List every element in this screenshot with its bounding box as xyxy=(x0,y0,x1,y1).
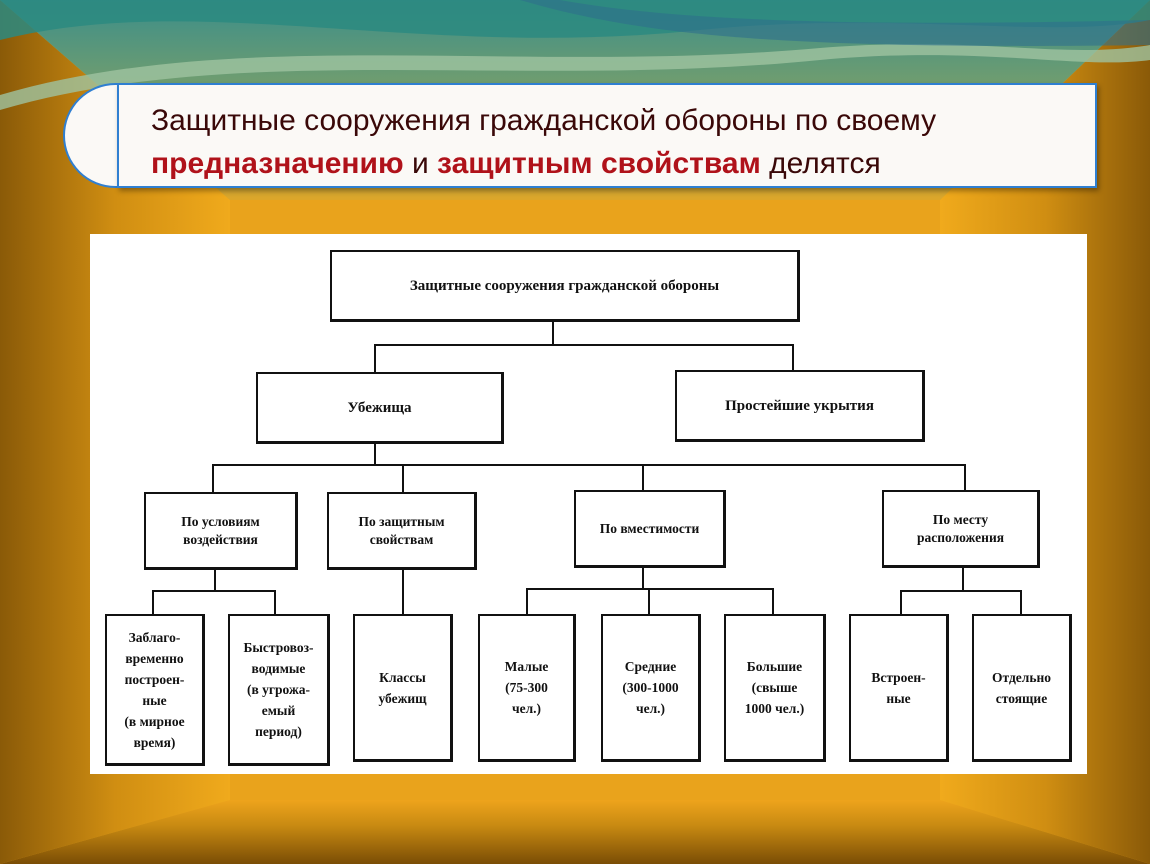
node-prebuilt: Заблаго- временно построен- ные (в мирно… xyxy=(105,614,205,766)
title-part-5: делятся xyxy=(760,147,881,180)
connector xyxy=(900,590,1022,592)
node-by-capacity: По вместимости xyxy=(574,490,726,568)
node-simple-covers: Простейшие укрытия xyxy=(675,370,925,442)
title-part-3: и xyxy=(403,147,438,180)
connector xyxy=(402,568,404,616)
slide-title: Защитные сооружения гражданской обороны … xyxy=(117,83,1097,188)
connector xyxy=(214,568,216,590)
node-by-impact: По условиям воздействия xyxy=(144,492,298,570)
connector xyxy=(374,344,794,346)
connector xyxy=(374,442,376,464)
connector xyxy=(526,588,774,590)
node-quick-built: Быстровоз- водимые (в угрожа- емый перио… xyxy=(228,614,330,766)
connector xyxy=(552,320,554,344)
diagram-panel: Защитные сооружения гражданской обороны … xyxy=(90,234,1087,774)
connector xyxy=(642,566,644,588)
connector xyxy=(1020,590,1022,614)
connector xyxy=(648,588,650,614)
connector xyxy=(212,464,966,466)
title-part-4: защитным свойствам xyxy=(437,147,761,180)
connector xyxy=(152,590,276,592)
node-shelters: Убежища xyxy=(256,372,504,444)
node-built-in: Встроен- ные xyxy=(849,614,949,762)
connector xyxy=(152,590,154,614)
node-medium: Средние (300-1000 чел.) xyxy=(601,614,701,762)
connector xyxy=(402,464,404,492)
connector xyxy=(900,590,902,614)
connector xyxy=(962,566,964,590)
node-standalone: Отдельно стоящие xyxy=(972,614,1072,762)
node-small: Малые (75-300 чел.) xyxy=(478,614,576,762)
connector xyxy=(792,344,794,372)
node-root: Защитные сооружения гражданской обороны xyxy=(330,250,800,322)
title-part-2: предназначению xyxy=(151,147,404,180)
connector xyxy=(772,588,774,614)
connector xyxy=(526,588,528,614)
title-part-1: Защитные сооружения гражданской обороны … xyxy=(151,104,937,137)
node-by-location: По месту расположения xyxy=(882,490,1040,568)
connector xyxy=(964,464,966,492)
node-large: Большие (свыше 1000 чел.) xyxy=(724,614,826,762)
connector xyxy=(374,344,376,374)
node-by-protection: По защитным свойствам xyxy=(327,492,477,570)
connector xyxy=(212,464,214,492)
node-shelter-classes: Классы убежищ xyxy=(353,614,453,762)
connector xyxy=(642,464,644,492)
connector xyxy=(274,590,276,616)
